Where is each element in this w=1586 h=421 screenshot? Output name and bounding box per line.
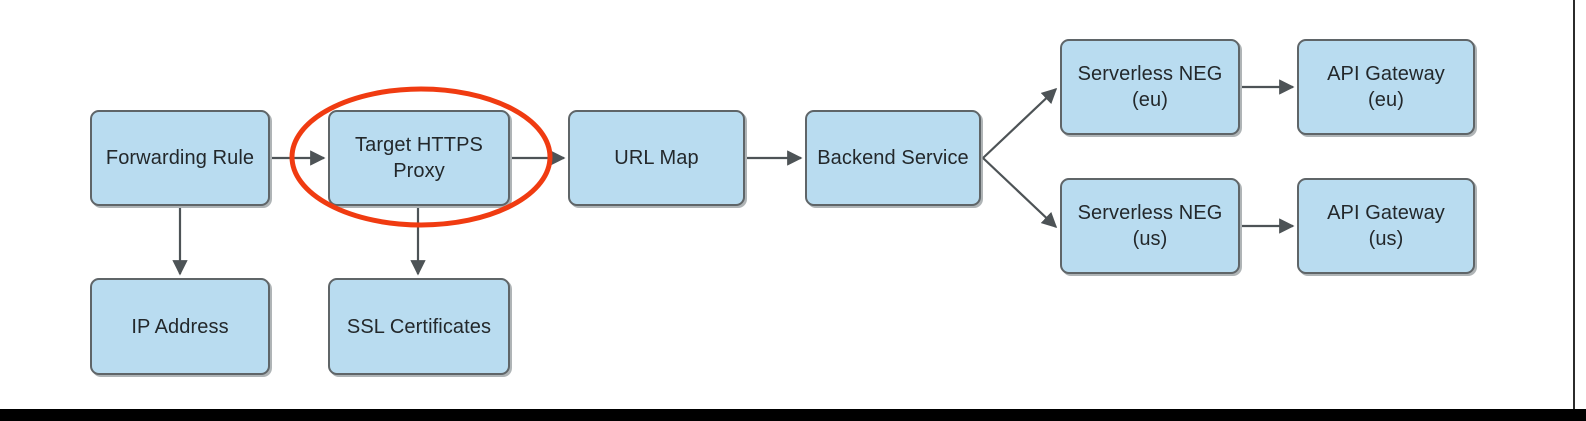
node-api-gateway-eu[interactable]: API Gateway (eu)	[1297, 39, 1475, 135]
node-ssl-certificates[interactable]: SSL Certificates	[328, 278, 510, 375]
edge-backend-service-to-serverless-neg-us	[982, 157, 1058, 229]
node-target-https-proxy[interactable]: Target HTTPS Proxy	[328, 110, 510, 206]
node-backend-service[interactable]: Backend Service	[805, 110, 981, 206]
node-forwarding-rule[interactable]: Forwarding Rule	[90, 110, 270, 206]
node-api-gateway-us[interactable]: API Gateway (us)	[1297, 178, 1475, 274]
node-url-map[interactable]: URL Map	[568, 110, 745, 206]
node-serverless-neg-eu[interactable]: Serverless NEG (eu)	[1060, 39, 1240, 135]
node-ip-address[interactable]: IP Address	[90, 278, 270, 375]
edge-backend-service-to-serverless-neg-eu	[982, 87, 1058, 159]
frame-right-edge	[1573, 0, 1575, 409]
frame-bottom-bar	[0, 409, 1586, 421]
node-serverless-neg-us[interactable]: Serverless NEG (us)	[1060, 178, 1240, 274]
